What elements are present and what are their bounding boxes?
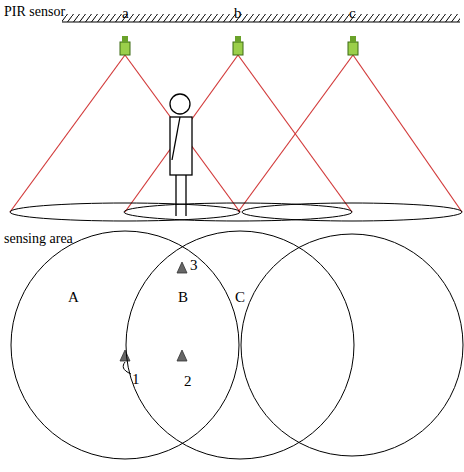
callout-number: 3 xyxy=(190,258,198,273)
circle-outline-shape xyxy=(11,231,239,459)
area-letter: C xyxy=(235,290,245,305)
sensing-circle: A xyxy=(10,230,240,460)
callout-number: 1 xyxy=(132,372,140,387)
text-label: PIR sensor xyxy=(4,5,65,19)
text-label: a xyxy=(122,6,129,21)
text-label: sensing area xyxy=(4,232,73,246)
callout-number: 2 xyxy=(184,374,192,389)
position-markers xyxy=(120,262,187,361)
ceiling-hatch xyxy=(62,14,460,22)
area-letter: A xyxy=(68,290,79,305)
sensing-circle: C xyxy=(240,233,464,457)
circle-outline-shape xyxy=(126,231,354,459)
pir-sensors xyxy=(120,36,358,55)
floor-ellipses xyxy=(10,203,462,221)
area-letter: B xyxy=(178,290,188,305)
circle-outline xyxy=(125,230,355,460)
sensing-circle: B xyxy=(125,230,355,460)
circle-outline xyxy=(240,233,464,457)
circle-outline xyxy=(10,230,240,460)
text-label: b xyxy=(234,6,242,21)
ceiling-line xyxy=(62,21,460,22)
sensor-cones xyxy=(10,55,462,212)
person-figure xyxy=(170,94,192,216)
text-label: c xyxy=(349,6,356,21)
circle-outline-shape xyxy=(241,234,463,456)
